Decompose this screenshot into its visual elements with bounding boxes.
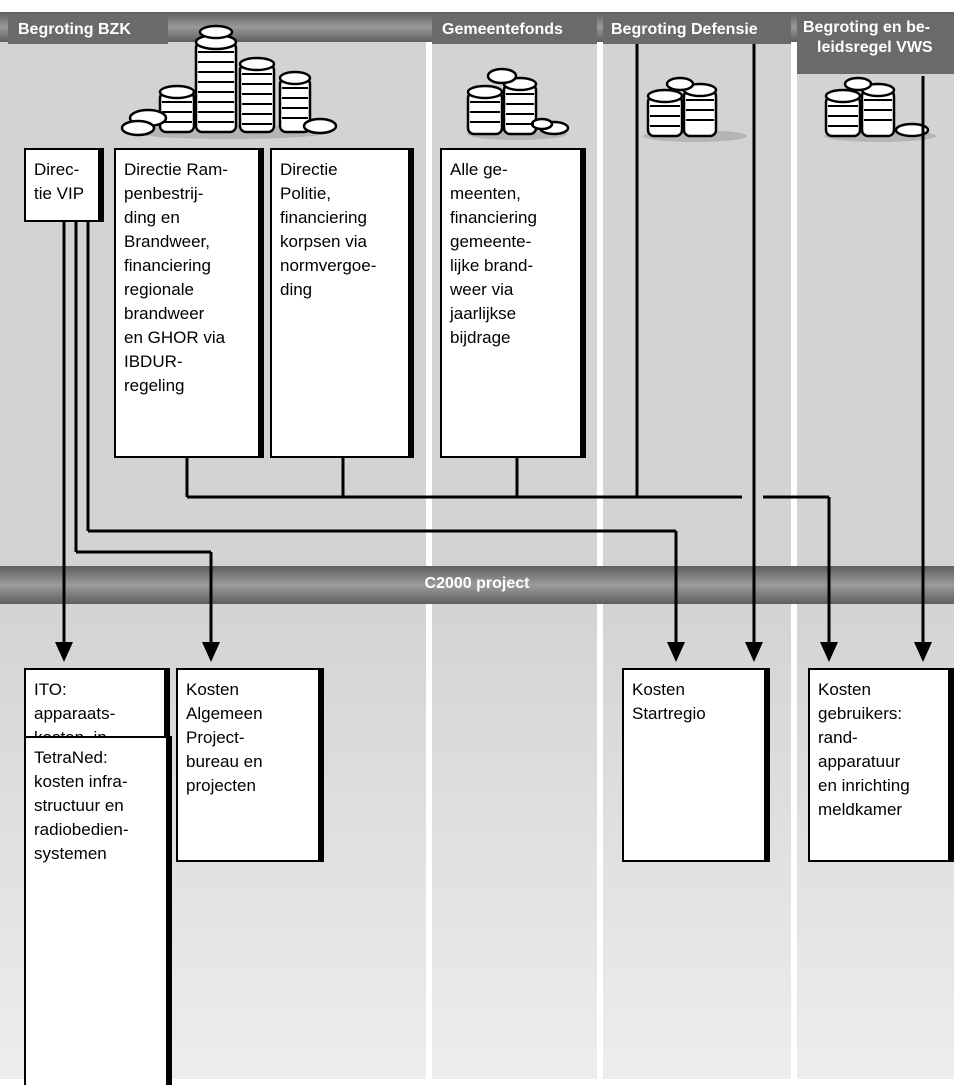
box-kosten-startregio: Kosten Startregio (622, 668, 770, 862)
header-begroting-bzk: Begroting BZK (8, 14, 168, 44)
box-kosten-algemeen: Kosten Algemeen Project- bureau en proje… (176, 668, 324, 862)
c2000-project-band: C2000 project (0, 566, 954, 604)
box-kosten-gebruikers: Kosten gebruikers: rand- apparatuur en i… (808, 668, 954, 862)
coins-icon-vws (824, 76, 936, 142)
coins-icon-gemeentefonds (466, 67, 570, 140)
header-begroting-defensie-label: Begroting Defensie (611, 21, 758, 38)
c2000-project-label: C2000 project (424, 575, 530, 592)
box-directie-rampenbestrijding: Directie Ram- penbestrij- ding en Brandw… (114, 148, 264, 458)
box-tetraned: TetraNed: kosten infra- structuur en rad… (24, 736, 172, 1085)
header-begroting-defensie: Begroting Defensie (603, 14, 791, 44)
column-defensie (603, 12, 791, 1079)
box-directie-politie: Directie Politie, financiering korpsen v… (270, 148, 414, 458)
header-begroting-vws: Begroting en be- leidsregel VWS (797, 14, 954, 74)
header-gemeentefonds-label: Gemeentefonds (442, 21, 563, 38)
box-directie-vip: Direc- tie VIP (24, 148, 104, 222)
header-begroting-bzk-label: Begroting BZK (18, 21, 131, 38)
coins-icon-defensie (643, 76, 747, 142)
header-begroting-vws-line2: leidsregel VWS (817, 39, 933, 56)
column-vws (797, 12, 954, 1079)
box-alle-gemeenten: Alle ge- meenten, financiering gemeente-… (440, 148, 586, 458)
coins-icon-bzk (120, 24, 338, 139)
header-begroting-vws-line1: Begroting en be- (803, 19, 931, 36)
header-gemeentefonds: Gemeentefonds (432, 14, 597, 44)
